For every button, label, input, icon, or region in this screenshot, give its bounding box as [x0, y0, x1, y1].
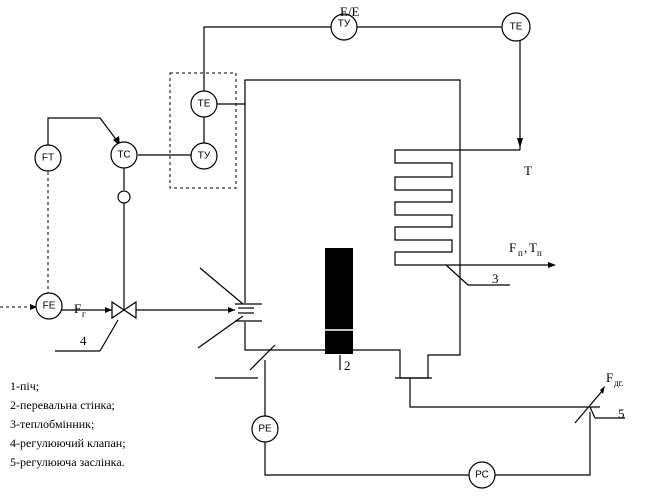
num2-label: 2 [344, 358, 351, 373]
legend: 1-піч; 2-перевальна стінка; 3-теплобмінн… [10, 377, 126, 472]
fuel-line-arrow-2 [228, 307, 235, 313]
tc-tag: ТС [117, 150, 130, 161]
pe-tag: РЕ [258, 424, 272, 435]
pc-instrument: РС [468, 461, 496, 489]
fuel-line-arrow [105, 307, 112, 313]
t-label: Т [524, 163, 532, 178]
legend-item-control-valve: 4-регулюючий клапан; [10, 436, 126, 450]
fp-tp-comma: , [524, 240, 527, 255]
exchanger-leader [445, 264, 469, 286]
legend-item-baffle-wall: 2-перевальна стінка; [10, 398, 115, 412]
fe-instrument: FE [35, 292, 63, 320]
pc-loop-line [264, 412, 591, 476]
ft-instrument: FT [34, 144, 62, 172]
fe-tag: FE [43, 301, 56, 312]
te-right-arrow [517, 138, 523, 148]
outlet-arrow [548, 262, 556, 268]
te-box-tag: ТЕ [198, 99, 211, 110]
fp-sub-label: п [518, 248, 523, 258]
te-ty-group-box [169, 72, 237, 189]
damper-arrow [600, 386, 605, 394]
tc-instrument: ТС [110, 141, 138, 169]
fuel-inlet-arrow [30, 304, 37, 310]
damper-blade [574, 389, 604, 424]
furnace-body [244, 79, 461, 379]
ty-box-line [203, 26, 331, 93]
ft-to-tc-line [47, 117, 119, 145]
fdg-sub-label: дг. [614, 378, 624, 388]
pressure-tap-diagonal [249, 344, 276, 371]
legend-item-damper: 5-регулююча заслінка. [10, 455, 125, 469]
ty-box-instrument: ТУ [190, 142, 218, 170]
tp-label: T [529, 240, 537, 255]
legend-item-furnace: 1-піч; [10, 379, 40, 393]
fdg-label: F [606, 370, 613, 385]
damper-leader [589, 406, 596, 419]
pe-instrument: РЕ [251, 415, 279, 443]
heat-exchanger-coil [394, 149, 548, 266]
burner-arrow-upper [199, 267, 244, 305]
num5-label: 5 [618, 406, 625, 421]
ty-top-tag: ТУ [338, 19, 351, 30]
te-right-tag: ТЕ [510, 22, 523, 33]
num4-label: 4 [80, 333, 87, 348]
ty-top-instrument: ТУ [330, 13, 358, 41]
valve-actuator [117, 190, 131, 204]
ee-label: Е/Е [340, 4, 360, 19]
fr-sub-label: г [82, 309, 86, 319]
flue-duct [409, 378, 600, 408]
control-valve-right [122, 300, 137, 320]
pc-tag: РС [475, 470, 489, 481]
control-valve [111, 300, 126, 320]
ty-box-tag: ТУ [198, 151, 211, 162]
te-right-instrument: ТЕ [501, 12, 531, 42]
ft-tag: FT [42, 153, 54, 164]
baffle-wall [325, 248, 353, 354]
tp-sub-label: п [537, 248, 542, 258]
fr-label: F [74, 301, 81, 316]
burner-arrow-lower [197, 315, 244, 349]
legend-item-heat-exchanger: 3-теплобмінник; [10, 417, 95, 431]
valve-leader [99, 319, 119, 352]
num3-label: 3 [492, 271, 499, 286]
te-box-instrument: ТЕ [190, 90, 218, 118]
fp-label: F [509, 240, 516, 255]
